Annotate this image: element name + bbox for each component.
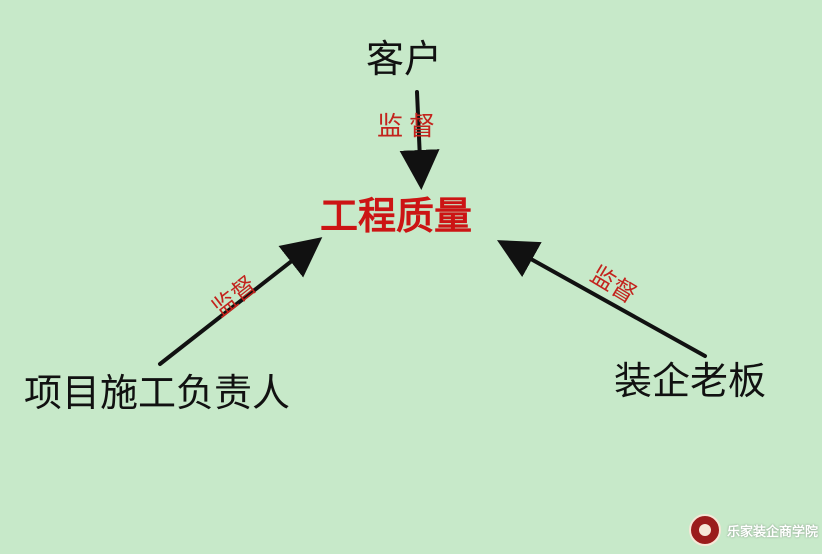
- watermark-text: 乐家装企商学院: [726, 524, 818, 540]
- edge-label-top: 监督: [377, 112, 442, 142]
- node-project-manager: 项目施工负责人: [24, 371, 291, 415]
- node-engineering-quality: 工程质量: [320, 194, 473, 238]
- arrow-left-to-center: [158, 237, 323, 366]
- watermark: 乐家装企商学院: [688, 514, 818, 546]
- arrow-right-to-center: [497, 240, 707, 358]
- node-customer: 客户: [366, 37, 443, 81]
- node-company-boss: 装企老板: [614, 359, 767, 403]
- arrow-top-to-center: [399, 90, 440, 190]
- seal-icon: [688, 514, 721, 546]
